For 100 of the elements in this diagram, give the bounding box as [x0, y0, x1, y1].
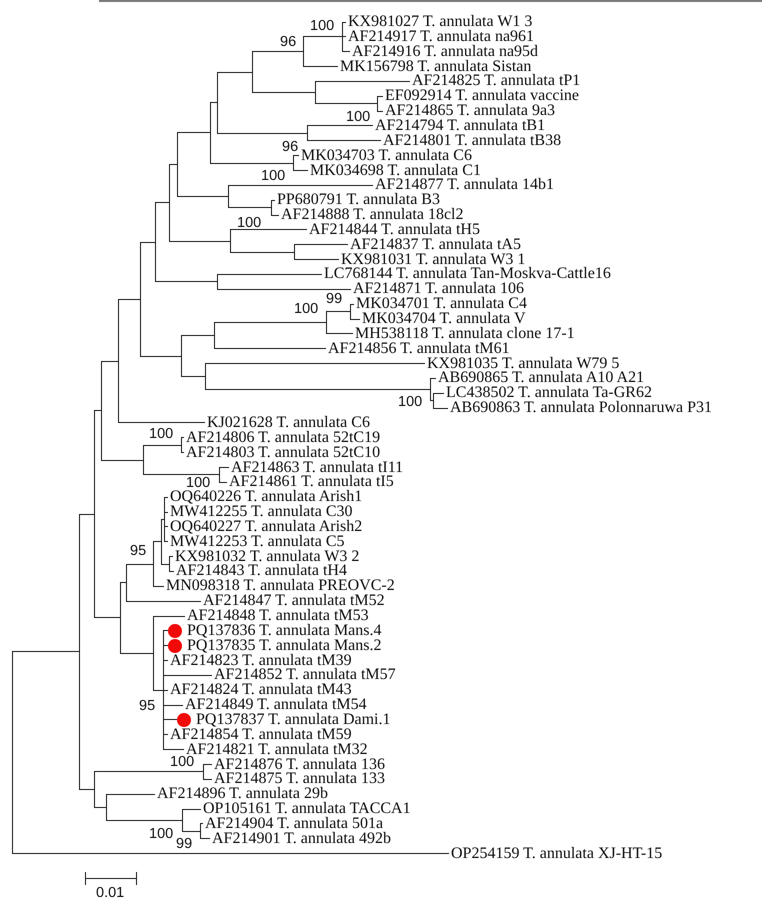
vertical-branch-line	[303, 36, 304, 67]
branch-line	[102, 460, 144, 461]
branch-line	[218, 72, 252, 73]
taxon-label: AF214821 T. annulata tM32	[184, 742, 368, 757]
taxon-label: AF214823 T. annulata tM39	[168, 654, 352, 668]
taxon-label: AF214844 T. annulata tH5	[307, 222, 480, 237]
vertical-branch-line	[326, 311, 327, 334]
branch-line	[316, 103, 378, 104]
vertical-branch-line	[271, 200, 272, 216]
vertical-branch-line	[342, 22, 343, 52]
vertical-branch-line	[12, 651, 13, 854]
taxon-label: AF214917 T. annulata na961	[346, 30, 534, 44]
vertical-branch-line	[217, 274, 218, 290]
branch-line	[342, 22, 346, 23]
branch-line	[294, 170, 308, 171]
taxon-label: KJ021628 T. annulata C6	[205, 416, 370, 430]
branch-line	[102, 361, 118, 362]
branch-line	[218, 133, 308, 134]
bootstrap-value: 100	[149, 828, 174, 840]
branch-line	[210, 163, 294, 164]
taxon-label: AF214837 T. annulata tA5	[348, 238, 521, 252]
taxon-label: MK034698 T. annulata C1	[308, 164, 481, 178]
taxon-label: PP680791 T. annulata B3	[275, 193, 440, 208]
vertical-branch-line	[164, 497, 165, 542]
branch-line	[210, 102, 218, 103]
taxon-label: AF214843 T. annulata tH4	[174, 564, 347, 578]
branch-line	[170, 556, 174, 557]
vertical-branch-line	[94, 771, 95, 808]
taxon-label: OP105161 T. annulata TACCA1	[201, 802, 411, 816]
taxon-label: LC438502 T. annulata Ta-GR62	[444, 386, 652, 400]
branch-line	[118, 422, 206, 423]
vertical-branch-line	[214, 322, 215, 349]
branch-line	[252, 51, 304, 52]
branch-line	[220, 467, 230, 468]
branch-line	[434, 408, 448, 409]
vertical-branch-line	[205, 363, 206, 390]
branch-line	[140, 242, 156, 243]
branch-line	[154, 586, 164, 587]
branch-line	[164, 526, 168, 527]
taxon-label: KX981032 T. annulata W3 2	[173, 550, 360, 564]
taxon-label: MH538118 T. annulata clone 17-1	[353, 326, 575, 341]
branch-line	[162, 519, 164, 520]
vertical-branch-line	[203, 764, 204, 780]
vertical-branch-line	[120, 582, 121, 654]
taxon-label: AF214896 T. annulata 29b	[155, 787, 328, 802]
branch-line	[304, 66, 338, 67]
taxon-label: OQ640227 T. annulata Arish2	[168, 520, 362, 534]
branch-line	[316, 81, 410, 82]
bootstrap-value: 100	[261, 171, 286, 182]
bootstrap-value: 100	[310, 20, 334, 32]
taxon-label: AF214852 T. annulata tM57	[212, 668, 396, 682]
branch-line	[378, 111, 384, 112]
taxon-label: AF214854 T. annulata tM59	[168, 728, 352, 742]
taxon-label: AF214803 T. annulata 52tC10	[184, 446, 380, 460]
taxon-label: AF214825 T. annulata tP1	[410, 74, 580, 88]
branch-line	[162, 564, 170, 565]
taxon-label: KX981035 T. annulata W79 5	[425, 356, 620, 371]
branch-line	[164, 541, 168, 542]
branch-line	[80, 789, 94, 790]
branch-line	[164, 734, 168, 735]
branch-line	[154, 541, 162, 542]
branch-line	[326, 333, 354, 334]
taxon-label: AF214849 T. annulata tM54	[183, 698, 367, 712]
bootstrap-value: 100	[398, 396, 422, 408]
vertical-branch-line	[79, 514, 80, 790]
branch-line	[294, 259, 340, 260]
branch-line	[80, 514, 94, 515]
branch-line	[94, 771, 204, 772]
taxon-label: AF214916 T. annulata na95d	[350, 44, 538, 59]
branch-line	[164, 630, 168, 631]
vertical-branch-line	[210, 102, 211, 164]
taxon-label: MK034701 T. annulata C4	[354, 297, 527, 312]
taxon-label: MN098318 T. annulata PREOVC-2	[164, 579, 395, 594]
branch-line	[182, 831, 200, 832]
branch-line	[164, 749, 184, 750]
vertical-branch-line	[94, 410, 95, 618]
branch-line	[170, 241, 230, 242]
branch-line	[144, 445, 182, 446]
dot-marker-icon	[177, 712, 191, 727]
taxon-label: LC768144 T. annulata Tan-Moskva-Cattle16	[322, 267, 611, 282]
taxon-label: OQ640226 T. annulata Arish1	[168, 490, 362, 504]
taxon-label: AB690863 T. annulata Polonnaruwa P31	[448, 401, 712, 416]
branch-line	[304, 36, 342, 37]
taxon-label: AF214865 T. annulata 9a3	[383, 104, 556, 118]
vertical-branch-line	[143, 445, 144, 475]
branch-line	[204, 764, 212, 765]
branch-line	[218, 289, 352, 290]
branch-line	[182, 437, 184, 438]
taxon-label: AF214801 T. annulata tB38	[381, 134, 562, 148]
branch-line	[140, 356, 182, 357]
vertical-branch-line	[252, 51, 253, 93]
vertical-branch-line	[153, 541, 154, 587]
branch-line	[200, 823, 204, 824]
taxon-label: AB690865 T. annulata A10 A21	[436, 371, 644, 386]
branch-line	[342, 51, 350, 52]
vertical-branch-line	[200, 823, 201, 839]
branch-line	[12, 853, 450, 854]
vertical-branch-line	[307, 125, 308, 141]
taxon-label: AF214876 T. annulata 136	[212, 758, 385, 772]
branch-line	[182, 452, 184, 453]
